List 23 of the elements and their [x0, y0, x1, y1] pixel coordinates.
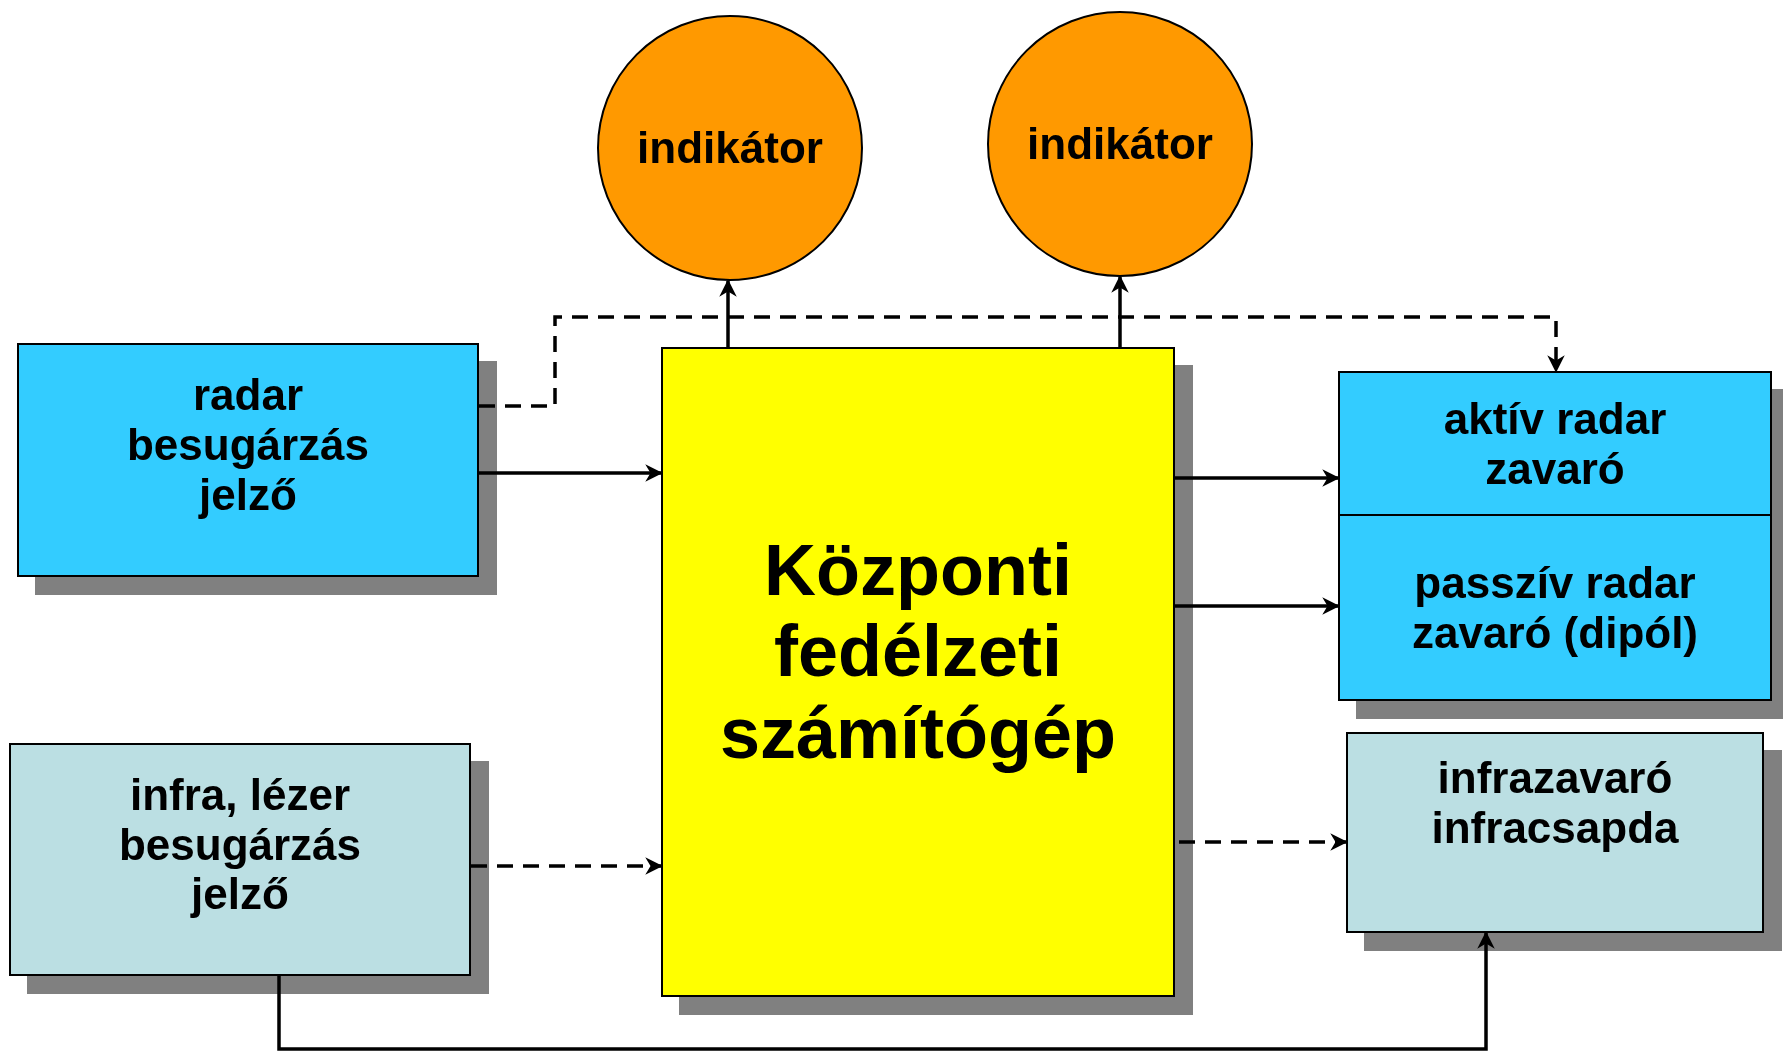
node-label: aktív radar zavaró [1442, 393, 1668, 494]
arrow [719, 279, 737, 347]
node-label: infrazavaró infracsapda [1430, 752, 1680, 853]
arrow [1111, 275, 1129, 347]
node-label: Központi fedélzeti számítógép [718, 529, 1118, 775]
arrow [277, 931, 1495, 1051]
node-label: indikátor [637, 123, 823, 173]
node-label: infra, lézer besugárzás jelző [117, 769, 363, 920]
sensor-box [9, 743, 471, 976]
sensor-box [17, 343, 479, 577]
jammer-box [1346, 732, 1764, 933]
arrow [1175, 469, 1340, 487]
jammer-box [1338, 514, 1772, 701]
dashed-arrow [479, 315, 1565, 408]
node-label: indikátor [1027, 119, 1213, 169]
node-label: passzív radar zavaró (dipól) [1411, 557, 1699, 658]
node-label: radar besugárzás jelző [125, 370, 371, 520]
arrow [1175, 597, 1340, 615]
dashed-arrow [1179, 833, 1348, 851]
dashed-arrow [471, 857, 663, 875]
jammer-box [1338, 371, 1772, 516]
arrow [479, 464, 663, 482]
computer-box [661, 347, 1175, 997]
